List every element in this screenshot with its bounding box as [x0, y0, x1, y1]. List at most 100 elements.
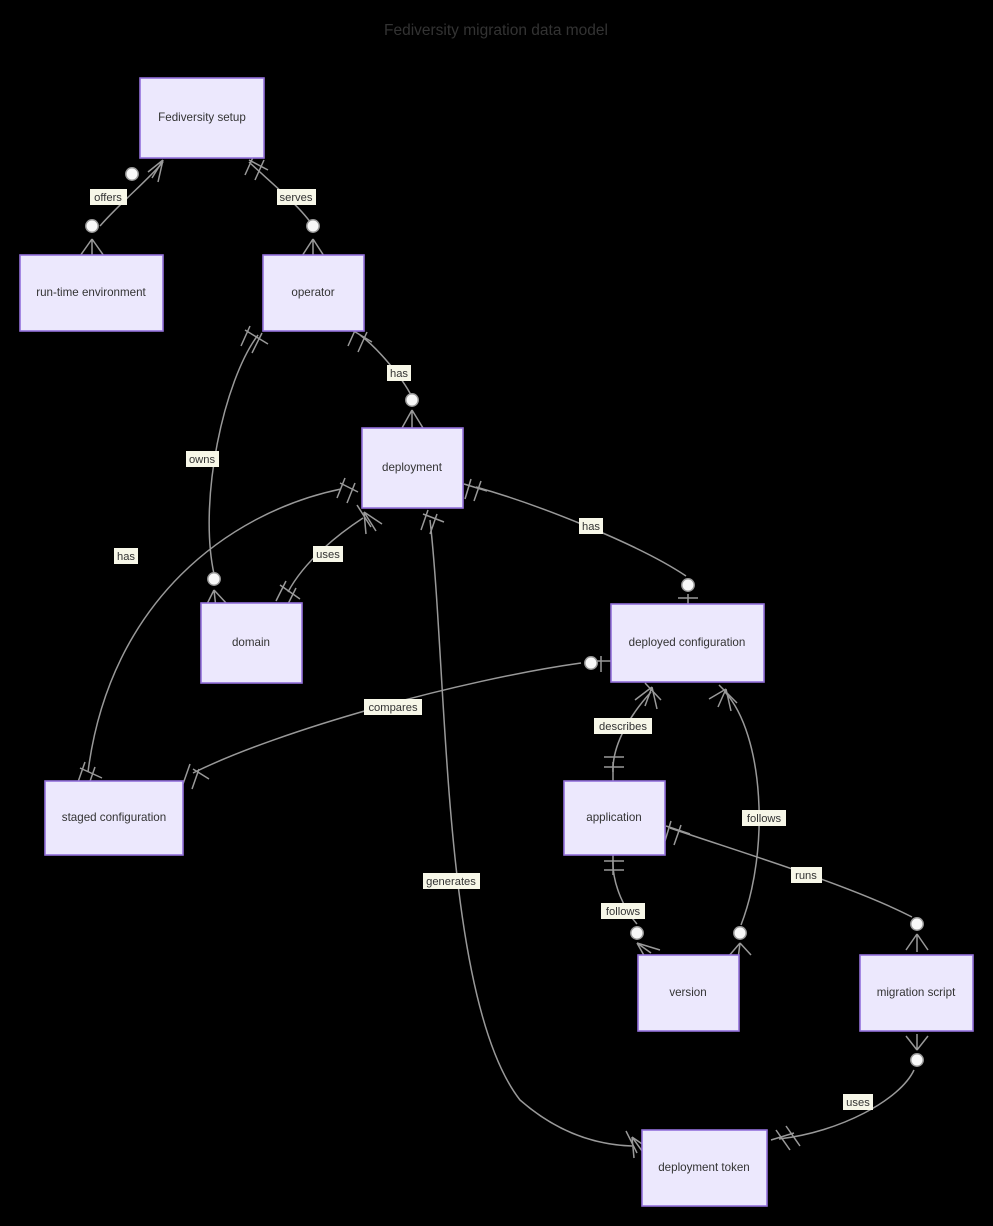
- entity-box[interactable]: [19, 254, 164, 332]
- label-text: has: [582, 521, 600, 533]
- marker-follows-deployed-zero-or-many-top: [708, 684, 738, 712]
- marker-owns-one-only: [240, 325, 269, 354]
- entity-box[interactable]: [859, 954, 974, 1032]
- relationship-label-has-staged: has: [114, 548, 138, 564]
- entity-label: staged configuration: [62, 811, 166, 824]
- entity-label: domain: [232, 636, 270, 649]
- label-text: compares: [368, 702, 418, 714]
- marker-has-operator-zero-or-many: [401, 393, 424, 430]
- entity-box[interactable]: [200, 602, 303, 684]
- entity-box[interactable]: [361, 427, 464, 509]
- cardinality-markers: [77, 154, 929, 1159]
- label-text: runs: [795, 870, 817, 882]
- relationship-path-has-operator: [359, 334, 413, 398]
- marker-serves-zero-or-many: [301, 219, 325, 258]
- relationship-label-uses: uses: [313, 546, 343, 562]
- relationship-label-generates: generates: [423, 873, 480, 889]
- label-background: [579, 518, 603, 534]
- label-background: [387, 365, 411, 381]
- marker-has-deployed-zero-or-many: [678, 578, 698, 606]
- marker-runs-one-only: [664, 820, 691, 846]
- entity-box[interactable]: [610, 603, 765, 683]
- marker-compares-one-only: [182, 763, 210, 790]
- label-text: uses: [846, 1097, 870, 1109]
- entity-box[interactable]: [139, 77, 265, 159]
- label-text: generates: [426, 876, 476, 888]
- entity-deployment-token[interactable]: deployment token: [641, 1129, 768, 1207]
- label-text: offers: [94, 192, 122, 204]
- entity-label: deployment: [382, 461, 443, 474]
- marker-follows-application-one-only: [604, 855, 624, 875]
- relationship-label-follows-deployed: follows: [742, 810, 786, 826]
- relationship-path-has-staged: [87, 488, 342, 773]
- relationship-label-uses-token: uses: [843, 1094, 873, 1110]
- label-text: describes: [599, 721, 647, 733]
- entity-deployment[interactable]: deployment: [361, 427, 464, 509]
- relationship-label-has-deployed: has: [579, 518, 603, 534]
- entity-box[interactable]: [44, 780, 184, 856]
- marker-compares-zero-or-many: [584, 656, 612, 672]
- entity-label: version: [669, 986, 706, 999]
- label-text: follows: [606, 906, 641, 918]
- marker-generates-one-only-top: [420, 509, 445, 535]
- entity-migration-script[interactable]: migration script: [859, 954, 974, 1032]
- marker-has-staged-one-only-top: [336, 477, 359, 504]
- entity-label: deployed configuration: [629, 636, 746, 649]
- label-text: uses: [316, 549, 340, 561]
- label-text: follows: [747, 813, 782, 825]
- label-background: [90, 189, 127, 205]
- label-background: [594, 718, 652, 734]
- entity-application[interactable]: application: [563, 780, 666, 856]
- page-title: Fediversity migration data model: [384, 22, 608, 39]
- relationship-label-owns: owns: [186, 451, 219, 467]
- label-background: [601, 903, 645, 919]
- entity-version[interactable]: version: [637, 954, 740, 1032]
- label-text: owns: [189, 454, 216, 466]
- entities: Fediversity setup run-time environment o…: [19, 77, 974, 1207]
- relationship-label-has-operator: has: [387, 365, 411, 381]
- entity-staged-configuration[interactable]: staged configuration: [44, 780, 184, 856]
- relationship-label-compares: compares: [364, 699, 422, 715]
- marker-follows-application-zero-or-many: [630, 926, 661, 960]
- entity-label: application: [586, 811, 641, 824]
- label-background: [186, 451, 219, 467]
- relationship-path-follows-deployed: [724, 691, 760, 926]
- label-background: [742, 810, 786, 826]
- relationship-path-generates: [429, 519, 633, 1147]
- entity-label: run-time environment: [36, 286, 146, 299]
- entity-box[interactable]: [262, 254, 365, 332]
- marker-has-deployed-one-only: [463, 478, 488, 502]
- entity-domain[interactable]: domain: [200, 602, 303, 684]
- label-background: [843, 1094, 873, 1110]
- marker-follows-deployed-zero-or-many-bottom: [727, 926, 752, 960]
- label-background: [423, 873, 480, 889]
- entity-fediversity-setup[interactable]: Fediversity setup: [139, 77, 265, 159]
- entity-box[interactable]: [637, 954, 740, 1032]
- relationship-label-runs: runs: [791, 867, 822, 883]
- relationship-label-offers: offers: [90, 189, 127, 205]
- marker-describes-one-only: [604, 756, 624, 782]
- marker-uses-token-one-only: [770, 1125, 801, 1151]
- label-text: has: [117, 551, 135, 563]
- marker-uses-zero-or-many: [356, 504, 383, 535]
- marker-uses-token-zero-or-many: [905, 1034, 929, 1067]
- relationship-label-serves: serves: [277, 189, 316, 205]
- marker-offers-zero-or-many-top: [125, 159, 164, 183]
- label-background: [313, 546, 343, 562]
- label-background: [364, 699, 422, 715]
- entity-run-time-environment[interactable]: run-time environment: [19, 254, 164, 332]
- label-background: [277, 189, 316, 205]
- relationship-label-describes: describes: [594, 718, 652, 734]
- entity-operator[interactable]: operator: [262, 254, 365, 332]
- relationship-path-owns: [208, 334, 259, 575]
- entity-label: Fediversity setup: [158, 111, 246, 124]
- entity-deployed-configuration[interactable]: deployed configuration: [610, 603, 765, 683]
- relationship-label-follows-application: follows: [601, 903, 645, 919]
- label-background: [791, 867, 822, 883]
- relationship-path-uses-token: [778, 1069, 915, 1140]
- entity-box[interactable]: [641, 1129, 768, 1207]
- entity-box[interactable]: [563, 780, 666, 856]
- entity-label: deployment token: [658, 1161, 750, 1174]
